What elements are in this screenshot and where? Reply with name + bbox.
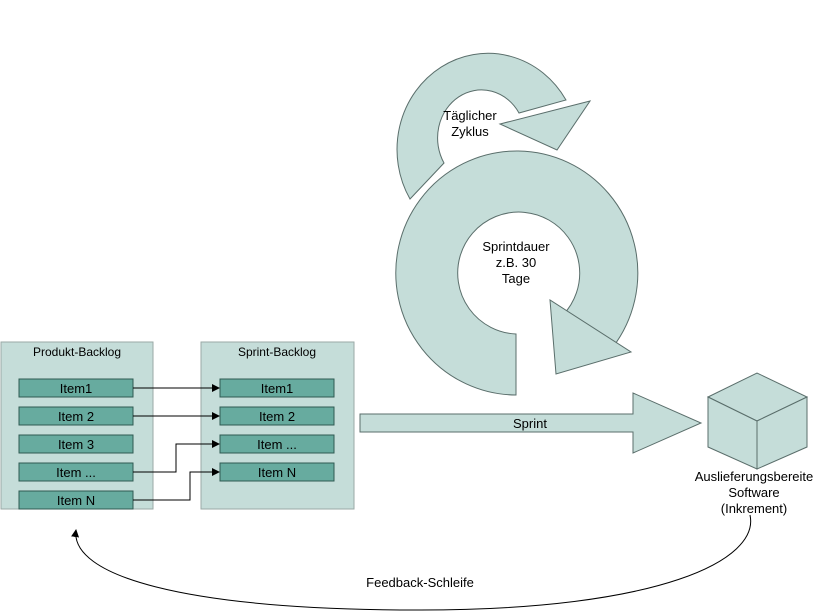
increment-label-line3: (Inkrement) bbox=[721, 501, 787, 516]
product-backlog-item-label: Item N bbox=[57, 493, 95, 508]
daily-cycle-arrow: Täglicher Zyklus bbox=[396, 52, 592, 200]
product-backlog-title: Produkt-Backlog bbox=[33, 345, 121, 359]
product-backlog-item-label: Item1 bbox=[60, 381, 93, 396]
sprint-backlog-item-label: Item 2 bbox=[259, 409, 295, 424]
sprint-backlog-item-label: Item1 bbox=[261, 381, 294, 396]
feedback-loop-label: Feedback-Schleife bbox=[366, 575, 474, 590]
product-backlog-item: Item 3 bbox=[18, 434, 134, 454]
sprint-backlog-panel: Sprint-Backlog Item1 Item 2 Item ... Ite… bbox=[200, 341, 355, 510]
sprint-arrow-label: Sprint bbox=[513, 416, 547, 431]
backlog-connectors bbox=[133, 384, 220, 501]
sprint-backlog-item: Item N bbox=[219, 462, 335, 482]
sprint-backlog-item: Item 2 bbox=[219, 406, 335, 426]
sprint-cycle-arrow: Sprintdauer z.B. 30 Tage bbox=[395, 150, 639, 396]
product-backlog-item: Item 2 bbox=[18, 406, 134, 426]
sprint-backlog-item: Item1 bbox=[219, 378, 335, 398]
daily-cycle-label-line1: Täglicher bbox=[443, 108, 497, 123]
connector-arrow bbox=[133, 468, 220, 501]
sprint-backlog-item: Item ... bbox=[219, 434, 335, 454]
product-backlog-item-label: Item 3 bbox=[58, 437, 94, 452]
sprint-backlog-title: Sprint-Backlog bbox=[238, 345, 316, 359]
sprint-cycle-arrowhead bbox=[549, 299, 633, 375]
feedback-loop: Feedback-Schleife bbox=[71, 514, 752, 611]
sprint-backlog-item-label: Item ... bbox=[257, 437, 297, 452]
daily-cycle-arrowhead bbox=[498, 100, 592, 151]
sprint-arrow: Sprint bbox=[359, 392, 703, 454]
daily-cycle-label-line2: Zyklus bbox=[451, 124, 489, 139]
connector-arrow bbox=[133, 440, 220, 473]
product-backlog-panel: Produkt-Backlog Item1 Item 2 Item 3 Item… bbox=[0, 341, 154, 510]
feedback-loop-curve bbox=[71, 514, 752, 611]
sprint-cycle-label-line2: z.B. 30 bbox=[496, 255, 536, 270]
sprint-cycle-label-line1: Sprintdauer bbox=[482, 239, 550, 254]
increment-label-line1: Auslieferungsbereite bbox=[695, 469, 814, 484]
increment-cube: Auslieferungsbereite Software (Inkrement… bbox=[695, 372, 814, 516]
product-backlog-item: Item1 bbox=[18, 378, 134, 398]
product-backlog-item-label: Item ... bbox=[56, 465, 96, 480]
product-backlog-item: Item ... bbox=[18, 462, 134, 482]
product-backlog-item-label: Item 2 bbox=[58, 409, 94, 424]
cube-right-face bbox=[756, 396, 808, 470]
sprint-backlog-item-label: Item N bbox=[258, 465, 296, 480]
sprint-cycle-label-line3: Tage bbox=[502, 271, 530, 286]
product-backlog-item: Item N bbox=[18, 490, 134, 510]
increment-label-line2: Software bbox=[728, 485, 779, 500]
